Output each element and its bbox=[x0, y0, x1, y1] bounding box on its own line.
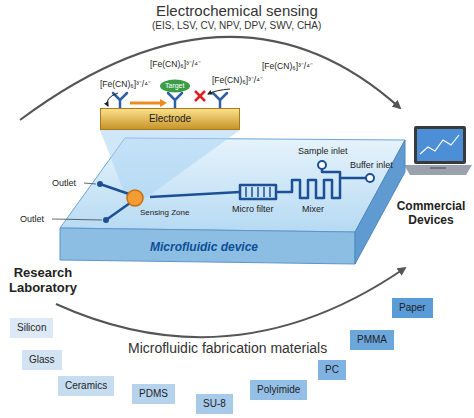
laptop-icon bbox=[417, 129, 463, 161]
material-box: SU-8 bbox=[196, 394, 233, 414]
material-box: PC bbox=[318, 360, 346, 380]
material-name: PMMA bbox=[357, 334, 387, 345]
material-name: PC bbox=[325, 364, 339, 375]
blocked-arrow bbox=[130, 99, 167, 107]
material-box: Paper bbox=[392, 298, 433, 318]
target-molecule bbox=[160, 80, 190, 93]
antibodies bbox=[213, 93, 227, 108]
part-label: Buffer inlet bbox=[350, 160, 393, 170]
laptop-icon bbox=[404, 126, 472, 175]
channels bbox=[322, 169, 340, 178]
filter-posts bbox=[257, 187, 259, 197]
filter-posts bbox=[269, 187, 271, 197]
sensing-zone bbox=[127, 190, 143, 206]
side-heading: Commercial Devices bbox=[392, 200, 470, 228]
redox-arrow bbox=[208, 89, 230, 94]
part-label: Micro filter bbox=[232, 204, 274, 214]
material-name: Polyimide bbox=[257, 384, 300, 395]
material-name: Paper bbox=[399, 302, 426, 313]
block-cross bbox=[195, 91, 205, 101]
filter-posts bbox=[245, 187, 247, 197]
redox-probe: [Fe(CN)₆]³⁻/⁴⁻ bbox=[262, 62, 313, 72]
channels bbox=[340, 177, 366, 180]
block-cross bbox=[195, 91, 205, 101]
material-box: PDMS bbox=[132, 384, 175, 404]
electrode-label: Electrode bbox=[149, 113, 191, 124]
section-title: Microfluidic fabrication materials bbox=[128, 340, 327, 356]
laptop-icon bbox=[414, 126, 466, 164]
antibodies bbox=[168, 93, 182, 108]
block-cross bbox=[195, 91, 205, 101]
material-box: PMMA bbox=[350, 330, 394, 350]
material-name: PDMS bbox=[139, 388, 168, 399]
material-name: Glass bbox=[29, 354, 55, 365]
filter-posts bbox=[263, 187, 265, 197]
part-label: Outlet bbox=[20, 214, 44, 224]
inlet-port bbox=[318, 161, 326, 169]
material-box: Silicon bbox=[10, 318, 53, 338]
device-label: Microfluidic device bbox=[150, 240, 258, 254]
zoom-callout bbox=[100, 130, 240, 200]
material-name: SU-8 bbox=[203, 398, 226, 409]
redox-arrow bbox=[107, 93, 118, 106]
section-title: Electrochemical sensing bbox=[156, 2, 318, 19]
material-name: Ceramics bbox=[65, 380, 107, 391]
part-label: Sample inlet bbox=[298, 146, 348, 156]
redox-probe: [Fe(CN)₆]³⁻/⁴⁻ bbox=[212, 76, 263, 86]
leader-lines bbox=[52, 219, 102, 220]
laptop-icon bbox=[420, 135, 459, 154]
filter-posts bbox=[246, 187, 270, 197]
redox-probe: [Fe(CN)₆]³⁻/⁴⁻ bbox=[150, 60, 201, 70]
laptop-icon bbox=[430, 167, 446, 169]
redox-probe: [Fe(CN)₆]³⁻/⁴⁻ bbox=[100, 80, 151, 90]
antibodies bbox=[113, 93, 127, 108]
part-label: Sensing Zone bbox=[140, 208, 189, 217]
leader-lines bbox=[84, 183, 96, 184]
filter-posts bbox=[251, 187, 253, 197]
antibodies bbox=[113, 93, 227, 108]
material-box: Glass bbox=[22, 350, 62, 370]
device-front bbox=[60, 228, 355, 264]
part-label: Outlet bbox=[52, 178, 76, 188]
outlet-port bbox=[103, 217, 109, 223]
outlet-port bbox=[97, 181, 103, 187]
channels bbox=[100, 169, 366, 220]
technique-list: (EIS, LSV, CV, NPV, DPV, SWV, CHA) bbox=[152, 20, 321, 32]
microfluidic-device: Microfluidic device bbox=[40, 130, 420, 270]
laptop-icon bbox=[404, 165, 472, 175]
part-label: Mixer bbox=[302, 204, 324, 214]
blocked-arrow bbox=[160, 99, 167, 107]
fabrication-arc bbox=[56, 268, 405, 337]
material-box: Polyimide bbox=[250, 380, 307, 400]
channels bbox=[106, 203, 130, 220]
material-name: Silicon bbox=[17, 322, 46, 333]
inlet-port bbox=[366, 174, 374, 182]
electrode-slab: Electrode bbox=[100, 108, 240, 130]
channels bbox=[240, 185, 276, 199]
channels bbox=[150, 192, 240, 197]
blocked-arrow bbox=[130, 102, 160, 105]
leader-lines bbox=[52, 183, 102, 220]
channels bbox=[276, 178, 340, 198]
target-label: Target bbox=[165, 82, 184, 90]
channels bbox=[100, 184, 129, 194]
side-heading: Research Laboratory bbox=[4, 266, 82, 296]
material-box: Ceramics bbox=[58, 376, 114, 396]
